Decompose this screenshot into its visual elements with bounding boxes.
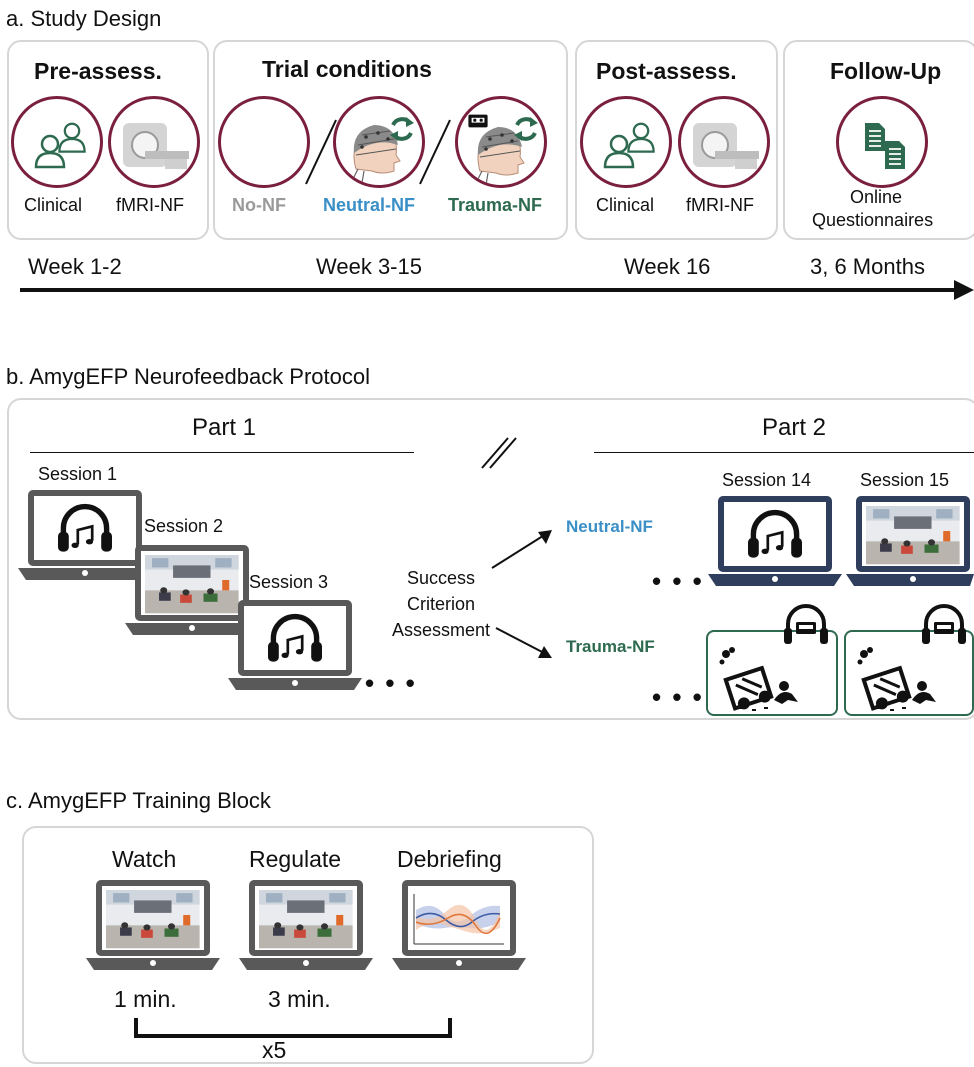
part2-line — [594, 452, 974, 453]
criterion-line2: Criterion — [406, 594, 476, 614]
repeat-count: x5 — [262, 1037, 287, 1063]
clinical-icon — [580, 96, 672, 188]
session14-trauma-card — [706, 630, 838, 716]
session2-label: Session 2 — [144, 516, 224, 536]
neutral-nf-icon — [333, 96, 425, 188]
part1-ellipsis: • • • — [365, 668, 417, 698]
watch-laptop — [86, 880, 220, 970]
mri-scanner-icon — [678, 96, 770, 188]
session1-label: Session 1 — [38, 464, 118, 484]
part1-line — [30, 452, 414, 453]
post-fmri-label: fMRI-NF — [686, 195, 754, 215]
trauma-nf-label: Trauma-NF — [448, 195, 543, 215]
session15-label: Session 15 — [860, 470, 950, 490]
part1-label: Part 1 — [192, 414, 257, 441]
session3-laptop — [228, 600, 362, 690]
pre-fmri-label: fMRI-NF — [116, 195, 184, 215]
post-clinical-label: Clinical — [596, 195, 655, 215]
part2-label: Part 2 — [762, 414, 827, 441]
branch-arrows — [491, 530, 552, 658]
week-pre: Week 1-2 — [28, 254, 122, 279]
criterion-line3: Assessment — [391, 620, 491, 640]
criterion-line1: Success — [406, 568, 476, 588]
debriefing-laptop — [392, 880, 526, 970]
trauma-nf-icon — [455, 96, 547, 188]
mri-scanner-icon — [108, 96, 200, 188]
trauma-nf-branch: Trauma-NF — [566, 637, 655, 656]
regulate-duration: 3 min. — [268, 986, 331, 1012]
follow-online-label: Online — [850, 187, 903, 207]
tape-headphone-icon — [782, 604, 830, 646]
tape-headphone-icon — [920, 604, 968, 646]
section-a-title: a. Study Design — [6, 6, 162, 31]
regulate-laptop — [239, 880, 373, 970]
section-c-title: c. AmygEFP Training Block — [6, 788, 271, 813]
week-post: Week 16 — [624, 254, 711, 279]
section-b-title: b. AmygEFP Neurofeedback Protocol — [6, 364, 371, 389]
no-nf-label: No-NF — [232, 195, 286, 215]
neutral-nf-label: Neutral-NF — [323, 195, 416, 215]
clinical-icon — [11, 96, 103, 188]
no-nf-icon — [218, 96, 310, 188]
regulate-label: Regulate — [249, 846, 342, 872]
divider-slash — [305, 119, 337, 185]
week-follow: 3, 6 Months — [810, 254, 925, 279]
divider-slash — [419, 119, 451, 185]
session2-laptop — [125, 545, 259, 635]
session15-trauma-card — [844, 630, 974, 716]
post-assess-header: Post-assess. — [596, 58, 737, 84]
repeat-bracket — [134, 1018, 452, 1038]
session14-neutral-laptop — [708, 496, 842, 586]
neutral-ellipsis: • • • — [652, 566, 704, 596]
session3-label: Session 3 — [249, 572, 329, 592]
watch-duration: 1 min. — [114, 986, 177, 1012]
follow-questionnaires-label: Questionnaires — [812, 210, 934, 230]
watch-label: Watch — [112, 846, 177, 872]
timeline-arrow — [20, 280, 974, 300]
document-icon — [836, 96, 928, 188]
session14-label: Session 14 — [722, 470, 812, 490]
neutral-nf-branch: Neutral-NF — [566, 517, 653, 536]
session1-laptop — [18, 490, 152, 580]
pre-assess-header: Pre-assess. — [34, 58, 162, 84]
session15-neutral-laptop — [846, 496, 974, 586]
week-trial: Week 3-15 — [316, 254, 422, 279]
break-mark — [481, 437, 517, 469]
follow-up-header: Follow-Up — [830, 58, 942, 84]
pre-clinical-label: Clinical — [24, 195, 83, 215]
trial-conditions-header: Trial conditions — [262, 56, 432, 82]
trauma-ellipsis: • • • — [652, 682, 704, 712]
debriefing-label: Debriefing — [397, 846, 502, 872]
